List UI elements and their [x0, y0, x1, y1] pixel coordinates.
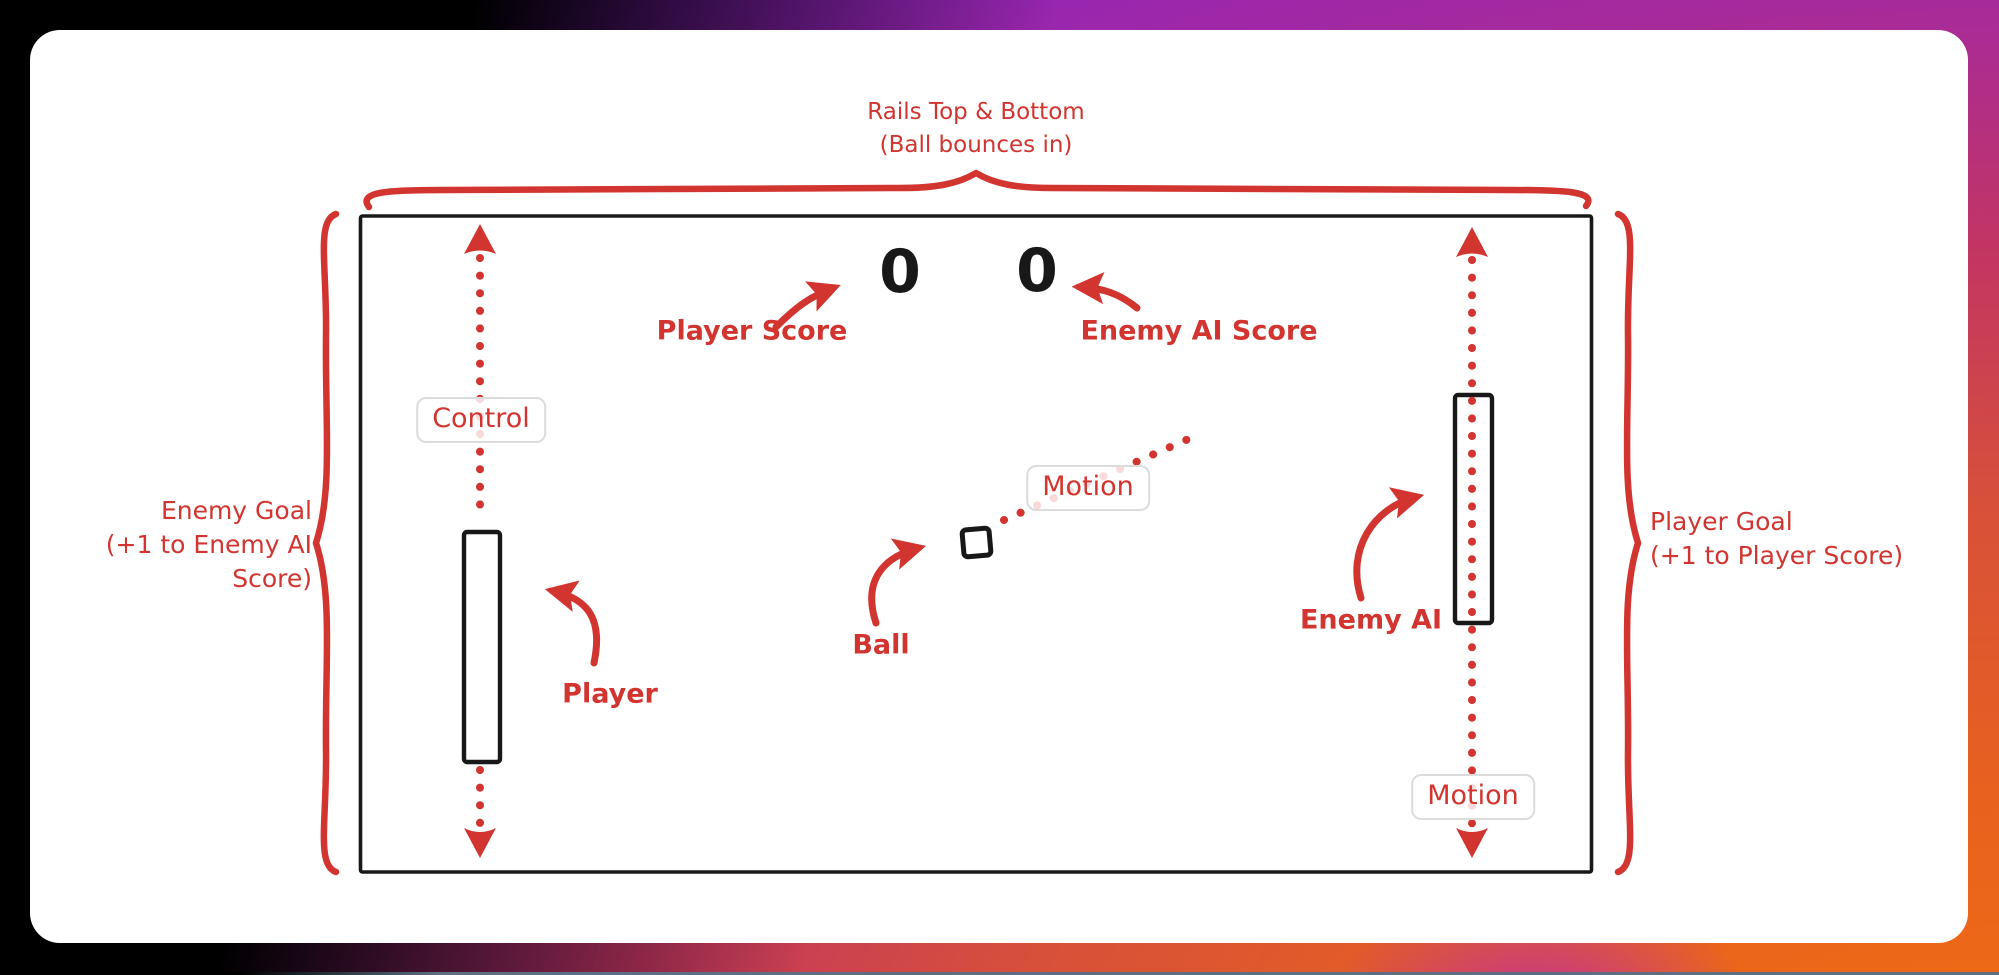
enemy-ai-arrow-icon: [1353, 487, 1425, 602]
enemy-ai-score-label: Enemy AI Score: [1080, 315, 1318, 347]
player-label: Player: [562, 678, 658, 710]
ball-arrow-icon: [868, 538, 927, 627]
player-arrow-icon: [544, 580, 601, 667]
ball-motion-tag: Motion: [1026, 465, 1150, 511]
enemy-ai-score-value: 0: [1016, 236, 1058, 306]
enemy-motion-arrow-down-icon: [1456, 828, 1488, 858]
control-arrow-up-icon: [464, 224, 496, 254]
player-goal-line2: (+1 to Player Score): [1650, 541, 1904, 570]
top-rails-brace: [363, 169, 1592, 211]
enemy-motion-tag: Motion: [1411, 774, 1535, 820]
player-goal-line1: Player Goal: [1650, 507, 1793, 536]
enemy-ai-label: Enemy AI: [1299, 604, 1443, 636]
control-tag: Control: [416, 397, 546, 443]
player-score-arrow-icon: [772, 281, 841, 331]
player-paddle: [461, 529, 503, 765]
enemy-score-arrow-icon: [1071, 271, 1141, 312]
rails-caption-line1: Rails Top & Bottom: [867, 99, 1085, 125]
enemy-goal-line1: Enemy Goal: [160, 496, 312, 525]
window-bottom-edge: [0, 972, 1999, 975]
player-goal-caption: Player Goal (+1 to Player Score): [1650, 505, 1903, 573]
ball: [959, 525, 994, 560]
enemy-goal-caption: Enemy Goal (+1 to Enemy AI Score): [106, 494, 312, 596]
control-arrow-down-icon: [464, 828, 496, 858]
rails-caption-line2: (Ball bounces in): [879, 132, 1073, 158]
player-score-label: Player Score: [656, 315, 848, 347]
enemy-motion-arrow-up-icon: [1456, 227, 1488, 257]
enemy-goal-brace: [312, 210, 340, 876]
rails-caption: Rails Top & Bottom (Ball bounces in): [867, 96, 1084, 162]
ball-label: Ball: [852, 629, 910, 661]
player-score-value: 0: [879, 237, 921, 307]
enemy-goal-line3: Score): [232, 564, 312, 593]
player-goal-brace: [1614, 210, 1642, 876]
enemy-goal-line2: (+1 to Enemy AI: [105, 530, 312, 559]
